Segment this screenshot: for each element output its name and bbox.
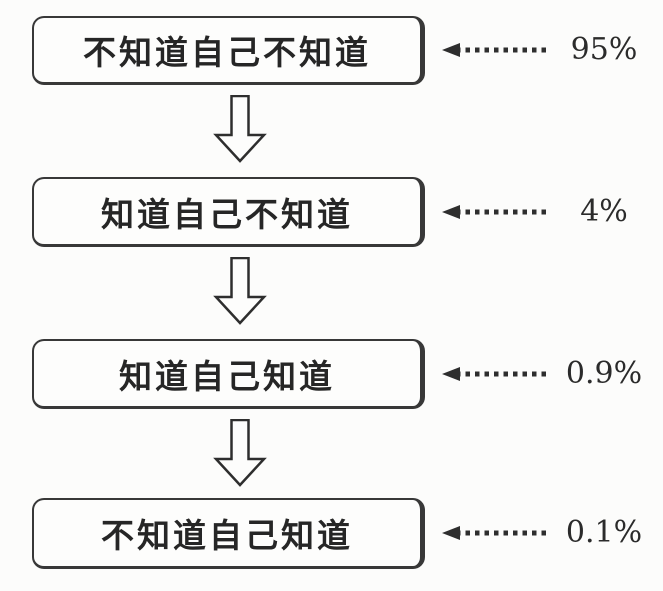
percentage-label: 0.9% — [565, 356, 643, 391]
down-arrow-icon — [213, 419, 267, 487]
node-label: 不知道自己知道 — [101, 516, 353, 555]
dotted-arrow-icon — [442, 43, 546, 57]
dotted-arrow-icon — [442, 367, 546, 381]
flowchart-node: 知道自己知道 — [32, 339, 425, 409]
node-label: 知道自己知道 — [119, 356, 335, 396]
down-arrow-icon — [213, 95, 267, 163]
node-label: 知道自己不知道 — [101, 194, 353, 234]
dotted-arrow-icon — [442, 526, 546, 540]
flowchart-node: 不知道自己知道 — [32, 498, 425, 569]
flowchart-node: 知道自己不知道 — [32, 177, 425, 247]
percentage-label: 0.1% — [565, 515, 643, 550]
down-arrow-icon — [213, 257, 267, 325]
flowchart-node: 不知道自己不知道 — [32, 16, 425, 85]
node-label: 不知道自己不知道 — [83, 33, 371, 72]
percentage-label: 4% — [580, 194, 628, 229]
dotted-arrow-icon — [442, 205, 546, 219]
percentage-label: 95% — [570, 32, 638, 67]
